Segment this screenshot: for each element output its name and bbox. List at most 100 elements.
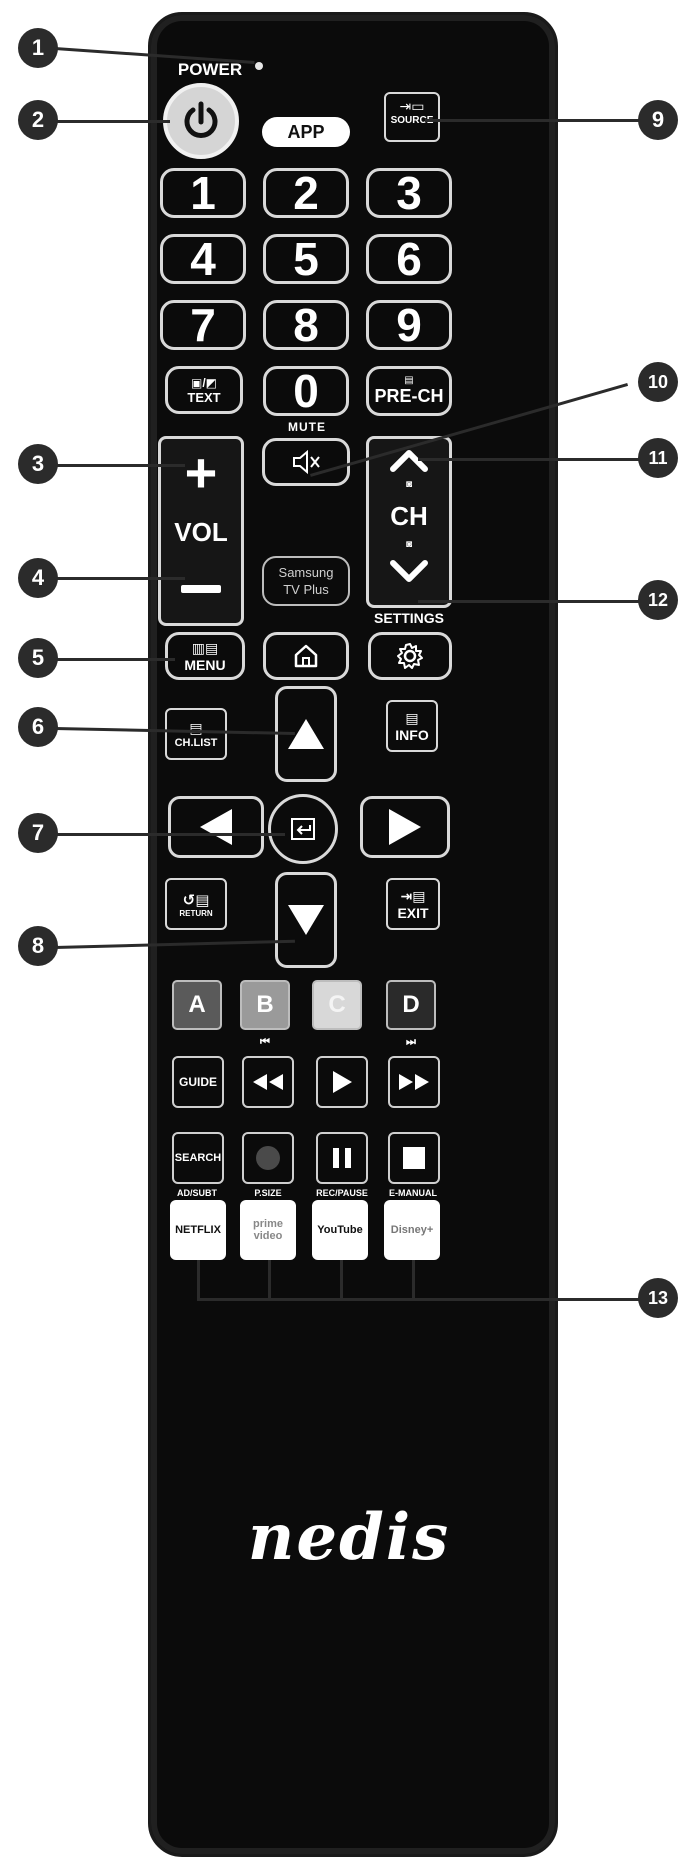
- fast-forward-button[interactable]: [388, 1056, 440, 1108]
- power-label: POWER: [177, 60, 243, 79]
- callout-3: 3: [18, 444, 58, 484]
- settings-button[interactable]: [368, 632, 452, 680]
- callout-9: 9: [638, 100, 678, 140]
- info-label: INFO: [395, 726, 429, 743]
- prime-video-button[interactable]: prime video: [240, 1200, 296, 1260]
- return-icon: ↺▤: [182, 891, 210, 909]
- text-label: TEXT: [187, 389, 221, 405]
- volume-up-icon[interactable]: +: [184, 441, 218, 504]
- power-button[interactable]: [163, 83, 239, 159]
- callout-number: 10: [647, 371, 669, 392]
- number-key-label: 1: [190, 167, 216, 219]
- pause-button[interactable]: [316, 1132, 368, 1184]
- number-key-0[interactable]: 0: [263, 365, 349, 417]
- callout-5: 5: [18, 638, 58, 678]
- color-key-b[interactable]: B: [240, 980, 290, 1030]
- number-key-8[interactable]: 8: [263, 299, 349, 351]
- guide-button[interactable]: GUIDE: [172, 1056, 224, 1108]
- channel-up-icon[interactable]: [389, 447, 429, 473]
- e-manual-label: E-MANUAL: [389, 1188, 437, 1198]
- teletext-icon: ▣/◩: [190, 375, 217, 390]
- number-key-label: 3: [396, 167, 422, 219]
- mute-icon: [293, 449, 320, 475]
- number-key-label: 9: [396, 299, 422, 351]
- info-button[interactable]: ▤ INFO: [386, 700, 438, 752]
- guide-label: GUIDE: [178, 1075, 217, 1089]
- mute-button[interactable]: [262, 438, 350, 486]
- disney-plus-logo: Disney+: [390, 1224, 434, 1236]
- return-label: RETURN: [179, 908, 213, 918]
- disney-plus-button[interactable]: Disney+: [384, 1200, 440, 1260]
- callout-number: 4: [31, 565, 45, 590]
- callout-number: 8: [31, 933, 45, 958]
- exit-label: EXIT: [397, 904, 429, 921]
- number-key-7[interactable]: 7: [160, 299, 246, 351]
- play-button[interactable]: [316, 1056, 368, 1108]
- number-key-label: 7: [190, 299, 216, 351]
- callout-number: 3: [31, 451, 45, 476]
- channel-list-button[interactable]: ▤ CH.LIST: [165, 708, 227, 760]
- callout-7: 7: [18, 813, 58, 853]
- leader-line-2: [55, 120, 170, 123]
- return-button[interactable]: ↺▤ RETURN: [165, 878, 227, 930]
- callout-number: 1: [31, 35, 45, 60]
- arrow-right-icon: [389, 809, 421, 845]
- exit-button[interactable]: ⇥▤ EXIT: [386, 878, 440, 930]
- leader-line-7: [55, 833, 285, 836]
- prime-video-logo: prime video: [253, 1218, 283, 1242]
- nav-right-button[interactable]: [360, 796, 450, 858]
- number-key-5[interactable]: 5: [263, 233, 349, 285]
- rewind-icon: [253, 1074, 283, 1090]
- youtube-logo: YouTube: [317, 1224, 363, 1236]
- nav-down-button[interactable]: [275, 872, 337, 968]
- text-button[interactable]: ▣/◩ TEXT: [165, 366, 243, 414]
- leader-line-12: [418, 600, 648, 603]
- number-key-6[interactable]: 6: [366, 233, 452, 285]
- color-key-label: D: [402, 991, 420, 1018]
- volume-rocker[interactable]: + VOL: [158, 436, 244, 626]
- callout-13: 13: [638, 1278, 678, 1318]
- number-key-9[interactable]: 9: [366, 299, 452, 351]
- app-label: APP: [287, 121, 325, 142]
- ad-subt-label: AD/SUBT: [177, 1188, 217, 1198]
- number-key-label: 5: [293, 233, 319, 285]
- enter-button[interactable]: [268, 794, 338, 864]
- callout-6: 6: [18, 707, 58, 747]
- number-key-3[interactable]: 3: [366, 167, 452, 219]
- number-key-2[interactable]: 2: [263, 167, 349, 219]
- record-button[interactable]: [242, 1132, 294, 1184]
- color-key-d[interactable]: D: [386, 980, 436, 1030]
- remote-control-body: [148, 12, 558, 1857]
- source-label: SOURCE: [390, 115, 434, 126]
- source-icon: ⇥▭: [399, 98, 425, 114]
- search-label: SEARCH: [174, 1152, 222, 1164]
- youtube-button[interactable]: YouTube: [312, 1200, 368, 1260]
- number-key-1[interactable]: 1: [160, 167, 246, 219]
- callout-1: 1: [18, 28, 58, 68]
- menu-button[interactable]: ▥▤ MENU: [165, 632, 245, 680]
- color-key-c[interactable]: C: [312, 980, 362, 1030]
- rewind-button[interactable]: [242, 1056, 294, 1108]
- channel-down-icon[interactable]: [389, 559, 429, 585]
- samsung-tv-plus-button[interactable]: Samsung TV Plus: [262, 556, 350, 606]
- number-key-4[interactable]: 4: [160, 233, 246, 285]
- prech-icon: ▤: [404, 375, 414, 386]
- skip-forward-icon: ⏭: [406, 1036, 416, 1048]
- leader-tick-13d: [412, 1260, 415, 1300]
- volume-down-icon[interactable]: [181, 585, 221, 593]
- app-button[interactable]: APP: [262, 117, 350, 147]
- color-key-a[interactable]: A: [172, 980, 222, 1030]
- prech-button[interactable]: ▤ PRE-CH: [366, 366, 452, 416]
- netflix-button[interactable]: NETFLIX: [170, 1200, 226, 1260]
- search-button[interactable]: SEARCH: [172, 1132, 224, 1184]
- leader-tick-13c: [340, 1260, 343, 1300]
- nav-left-button[interactable]: [168, 796, 264, 858]
- stop-button[interactable]: [388, 1132, 440, 1184]
- leader-line-13: [197, 1298, 649, 1301]
- channel-list-label: CH.LIST: [174, 736, 218, 749]
- callout-4: 4: [18, 558, 58, 598]
- source-button[interactable]: ⇥▭ SOURCE: [384, 92, 440, 142]
- channel-rocker[interactable]: ◙ CH ◙: [366, 436, 452, 608]
- callout-number: 9: [651, 107, 665, 132]
- home-button[interactable]: [263, 632, 349, 680]
